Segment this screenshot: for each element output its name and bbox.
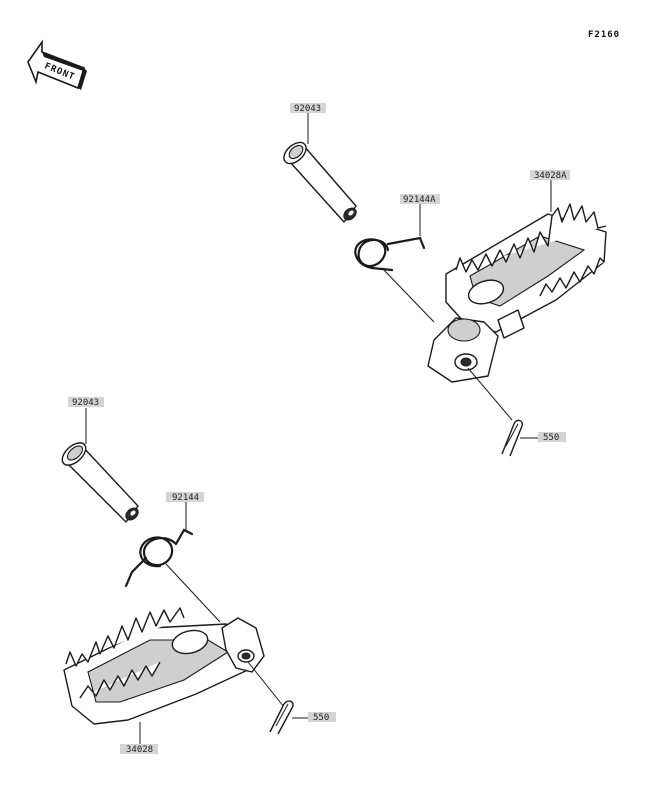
callout-footpeg-lower: 34028 — [120, 744, 158, 755]
callout-pin-upper-text: 92043 — [294, 104, 321, 114]
callout-cotter-lower-text: 550 — [313, 713, 329, 723]
callout-cotter-upper-text: 550 — [543, 433, 559, 443]
leader-spring-upper-assembly — [381, 267, 435, 323]
upper-cotter-pin — [501, 419, 524, 457]
callout-footpeg-upper-text: 34028A — [534, 171, 567, 181]
front-arrow-icon: FRONT — [27, 39, 87, 90]
callout-cotter-lower: 550 — [308, 712, 336, 723]
callout-pin-upper: 92043 — [290, 103, 326, 114]
callout-pin-lower-text: 92043 — [72, 398, 99, 408]
callout-footpeg-upper: 34028A — [530, 170, 570, 181]
upper-pin — [283, 141, 357, 223]
lower-footpeg — [63, 607, 265, 725]
callout-cotter-upper: 550 — [538, 432, 566, 443]
callout-pin-lower: 92043 — [68, 397, 104, 408]
figure-code: F2160 — [588, 30, 620, 40]
callout-footpeg-lower-text: 34028 — [126, 745, 153, 755]
lower-pin — [61, 442, 139, 523]
callout-spring-lower-text: 92144 — [172, 493, 199, 503]
callout-spring-lower: 92144 — [166, 492, 204, 503]
upper-footpeg — [427, 203, 607, 383]
upper-spring — [354, 236, 426, 272]
callout-spring-upper: 92144A — [400, 194, 440, 205]
callout-spring-upper-text: 92144A — [403, 195, 436, 205]
lower-spring — [124, 528, 194, 588]
leader-cotter-upper-assembly — [467, 367, 513, 421]
lower-cotter-pin — [269, 700, 294, 735]
leader-cotter-lower-assembly — [247, 661, 289, 713]
leader-spring-lower-assembly — [165, 563, 221, 623]
